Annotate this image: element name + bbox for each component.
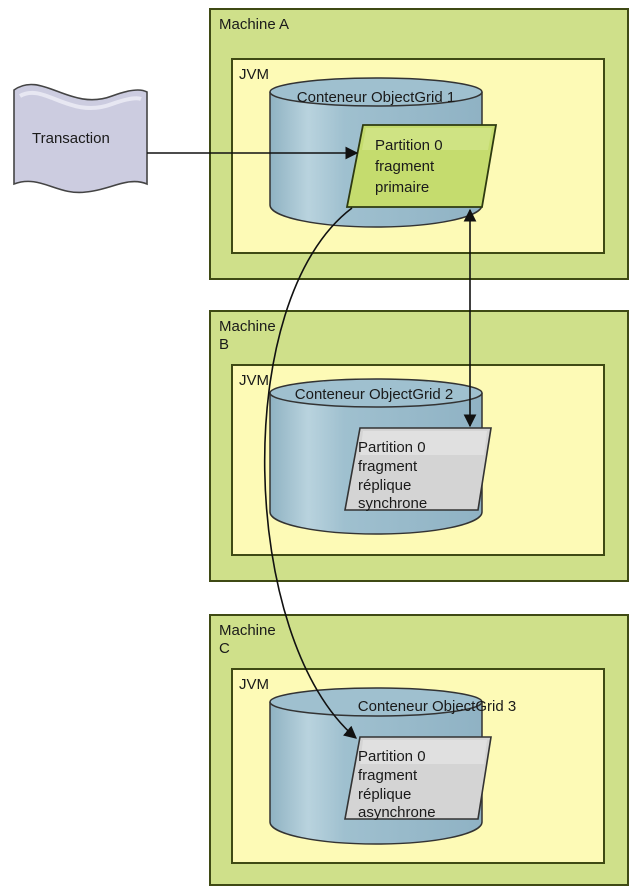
machine-c-label: Machine C [219,622,276,657]
jvm-c-label: JVM [239,676,269,693]
shard-async-line2: fragment [358,767,418,784]
async-replication-arrow [263,207,357,739]
shard-sync-line4: synchrone [358,495,427,512]
shard-async-replica: Partition 0 fragment réplique asynchrone [344,736,492,821]
container-2-label: Conteneur ObjectGrid 2 [295,386,453,403]
shard-sync-replica: Partition 0 fragment réplique synchrone [344,427,492,512]
shard-async-line3: réplique [358,786,411,803]
shard-primary-line1: Partition 0 [375,137,443,154]
shard-async-line1: Partition 0 [358,748,426,765]
machine-b-label: Machine B [219,318,276,353]
shard-primary: Partition 0 fragment primaire [345,124,498,208]
shard-sync-line2: fragment [358,458,418,475]
container-3-label: Conteneur ObjectGrid 3 [358,698,516,715]
container-1-label: Conteneur ObjectGrid 1 [297,89,455,106]
transaction-shape: Transaction [13,83,148,194]
transaction-label: Transaction [32,130,110,147]
shard-primary-line3: primaire [375,179,429,196]
shard-sync-line3: réplique [358,477,411,494]
shard-primary-line2: fragment [375,158,435,175]
jvm-b-label: JVM [239,372,269,389]
jvm-a-label: JVM [239,66,269,83]
shard-async-line4: asynchrone [358,804,436,821]
shard-sync-line1: Partition 0 [358,439,426,456]
machine-a-label: Machine A [219,16,290,33]
